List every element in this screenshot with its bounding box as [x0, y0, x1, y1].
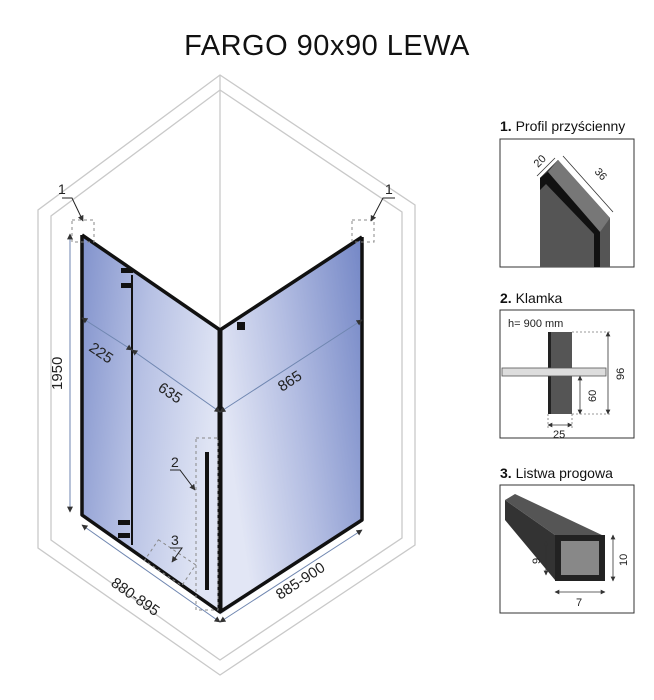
- detail-2-h: h= 900 mm: [508, 318, 563, 330]
- detail-3-title: 3. Listwa progowa: [500, 465, 613, 481]
- detail-2-number: 2.: [500, 290, 512, 306]
- detail-3-name: Listwa progowa: [515, 465, 613, 481]
- detail-3-dim-10: 10: [618, 554, 630, 566]
- corner-callout-box-left: [71, 219, 95, 243]
- detail-1-profile: [540, 160, 610, 267]
- detail-1-number: 1.: [500, 118, 512, 134]
- callout-1-right: 1: [385, 181, 393, 197]
- detail-2-dim-96: 96: [615, 368, 627, 380]
- detail-3-threshold: [505, 494, 605, 581]
- dimension-lines: [67, 233, 363, 623]
- detail-3-number: 3.: [500, 465, 512, 481]
- detail-2-dim-60: 60: [587, 390, 599, 402]
- detail-3-dim-9: 9: [531, 558, 543, 564]
- dim-height: 1950: [49, 357, 66, 390]
- detail-2-title: 2. Klamka: [500, 290, 562, 306]
- page-title: FARGO 90x90 LEWA: [184, 30, 470, 62]
- detail-3-dim-7: 7: [576, 597, 582, 609]
- right-glass-wall: [220, 237, 362, 615]
- corner-callout-box-right: [351, 219, 375, 243]
- detail-1-title: 1. Profil przyścienny: [500, 118, 625, 134]
- detail-1-name: Profil przyścienny: [515, 118, 626, 134]
- room-outline: [37, 74, 416, 676]
- left-glass-wall: [82, 235, 220, 610]
- callout-3: 3: [171, 532, 179, 548]
- callout-2: 2: [171, 454, 179, 470]
- detail-2-name: Klamka: [515, 290, 563, 306]
- callout-1-left: 1: [58, 181, 66, 197]
- dim-width-left: 880-895: [108, 574, 163, 620]
- detail-2-dim-25: 25: [553, 429, 565, 441]
